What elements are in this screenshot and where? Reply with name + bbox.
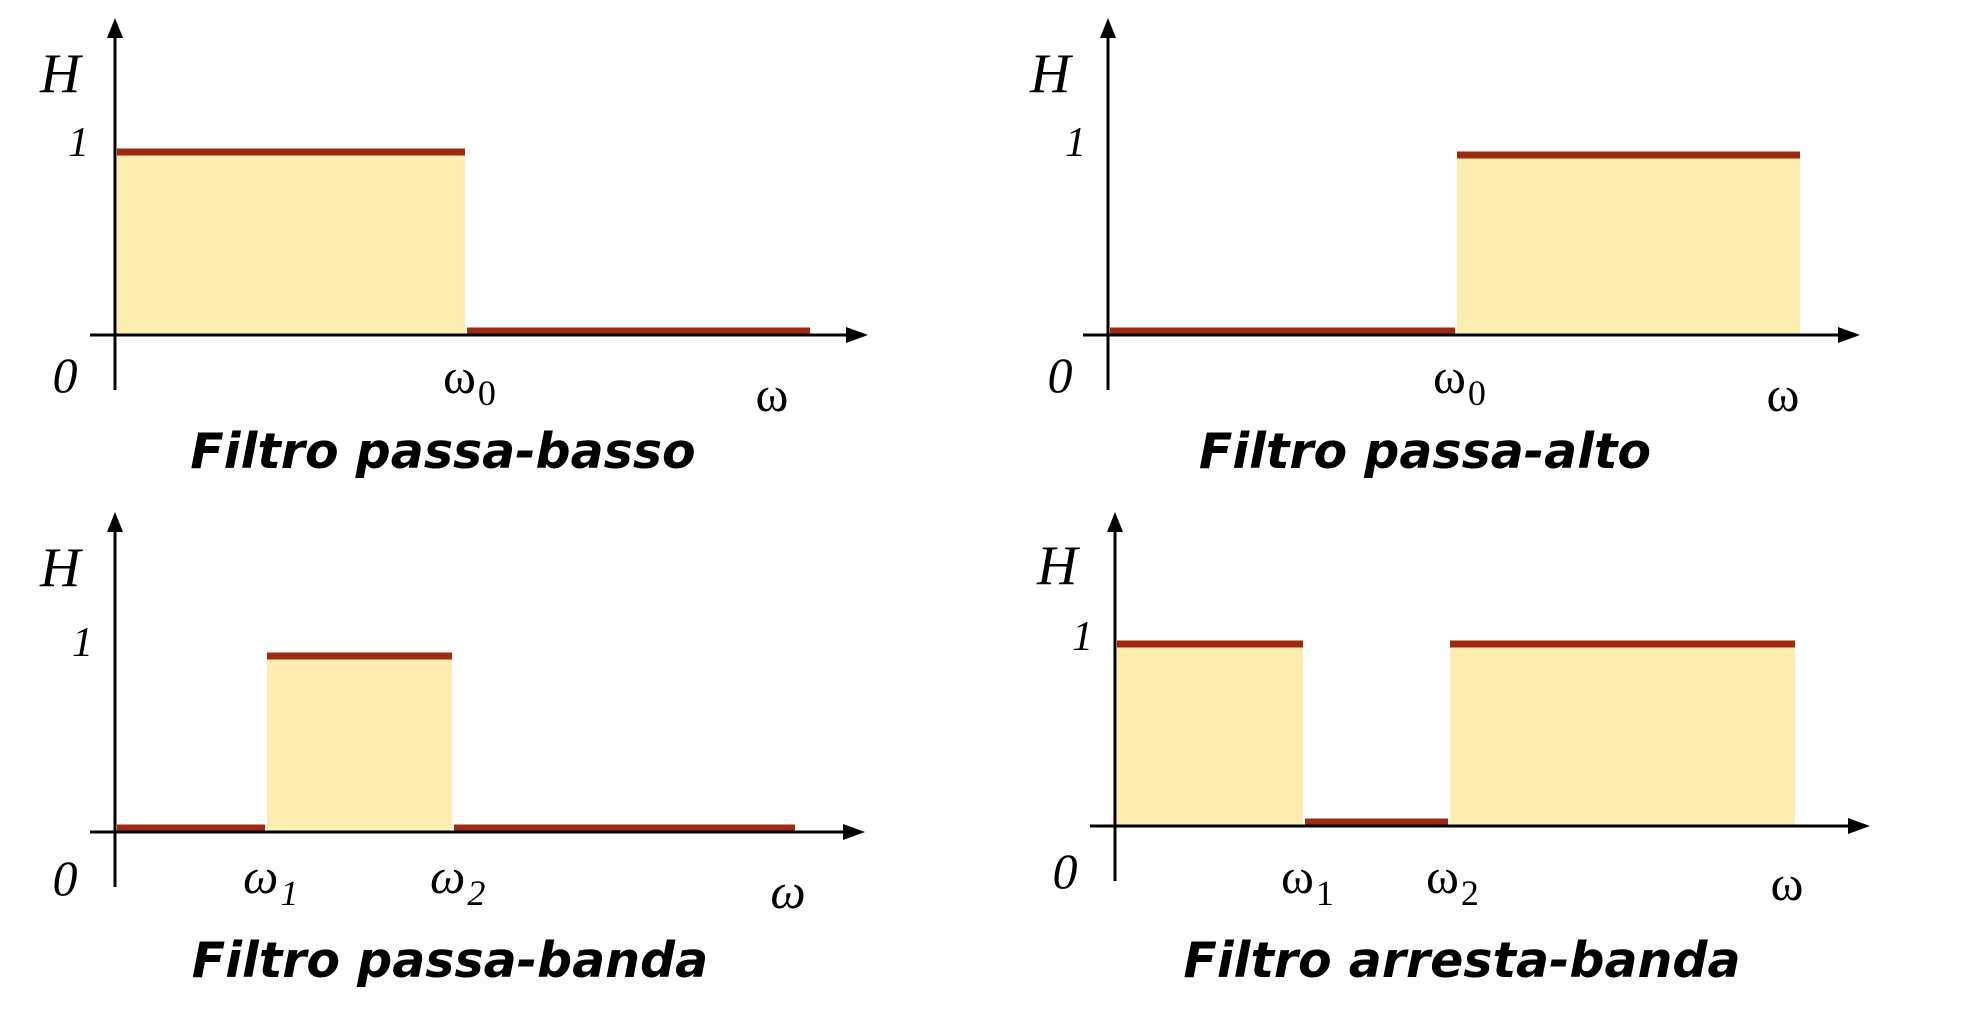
chart-title: Filtro passa-banda	[192, 932, 708, 989]
x-tick-subscript: 2	[1461, 873, 1479, 913]
x-tick-label: ω1	[1281, 848, 1334, 913]
y-axis-label: H	[1036, 535, 1080, 597]
y-axis-arrow-icon	[1100, 18, 1116, 38]
chart-title: Filtro passa-alto	[1199, 423, 1651, 480]
x-axis-label: ω	[1767, 366, 1800, 422]
x-axis-label: ω	[1771, 855, 1804, 911]
x-tick-label: ω2	[430, 848, 485, 913]
x-axis-arrow-icon	[843, 824, 865, 840]
passband-fill	[1117, 644, 1303, 826]
passband-fill	[267, 656, 452, 832]
origin-label: 0	[1053, 843, 1078, 899]
x-tick-subscript: 1	[280, 873, 298, 913]
origin-label: 0	[1048, 347, 1073, 403]
y-axis-arrow-icon	[107, 512, 123, 532]
x-tick-subscript: 1	[1316, 873, 1334, 913]
y-tick-label: 1	[68, 120, 89, 166]
x-tick-label: ω0	[1433, 348, 1486, 413]
passband-fill	[117, 152, 465, 335]
x-axis-arrow-icon	[1848, 818, 1870, 834]
y-tick-label: 1	[72, 620, 93, 666]
x-axis-arrow-icon	[1838, 327, 1860, 343]
chart-title: Filtro passa-basso	[190, 423, 695, 480]
y-axis-arrow-icon	[107, 18, 123, 38]
x-tick-label: ω1	[243, 848, 298, 913]
y-axis-arrow-icon	[1107, 512, 1123, 532]
x-tick-subscript: 0	[1468, 373, 1486, 413]
chart-title: Filtro arresta-banda	[1183, 932, 1740, 989]
y-axis-label: H	[39, 43, 83, 105]
y-tick-label: 1	[1065, 120, 1086, 166]
passband-fill	[1450, 644, 1795, 826]
x-axis-label: ω	[770, 863, 805, 919]
x-tick-subscript: 0	[478, 373, 496, 413]
passband-fill	[1457, 155, 1800, 335]
x-tick-label: ω2	[1426, 848, 1479, 913]
x-tick-label: ω0	[443, 348, 496, 413]
origin-label: 0	[53, 347, 78, 403]
x-axis-label: ω	[756, 366, 789, 422]
x-axis-arrow-icon	[846, 327, 868, 343]
origin-label: 0	[53, 850, 78, 906]
x-tick-subscript: 2	[467, 873, 485, 913]
y-axis-label: H	[1029, 43, 1073, 105]
y-axis-label: H	[39, 537, 83, 599]
y-tick-label: 1	[1072, 614, 1093, 660]
